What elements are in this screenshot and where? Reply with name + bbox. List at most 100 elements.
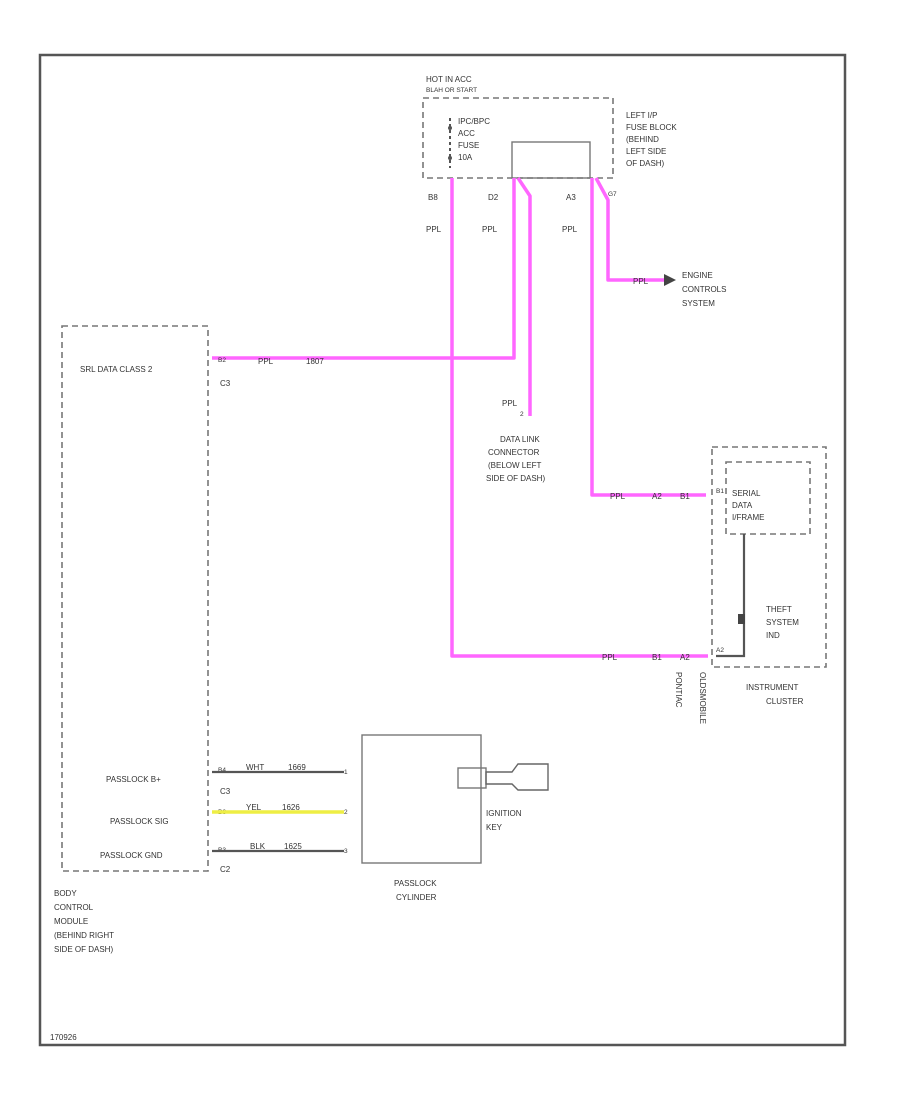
bcm-passlock-bplus: PASSLOCK B+	[106, 775, 161, 784]
bcm-location-2: CONTROL	[54, 903, 94, 912]
fuse-pin-b8: B8	[428, 193, 438, 202]
cluster-serial-2: DATA	[732, 501, 753, 510]
ignition-key-icon	[485, 763, 549, 791]
dlc-label-2: CONNECTOR	[488, 448, 540, 457]
cluster-wire2: PPL	[602, 653, 618, 662]
bplus-wire-circuit: 1669	[288, 763, 306, 772]
theft-label-2: SYSTEM	[766, 618, 799, 627]
fuse-location-1: LEFT I/P	[626, 111, 657, 120]
wire-b8-to-cluster	[450, 178, 708, 658]
bcm-serial-circuit: 1807	[306, 357, 324, 366]
passlock-pin-2: 2	[344, 809, 348, 816]
fuse-wire-color-3: PPL	[562, 225, 578, 234]
fuse-terminal-top	[448, 126, 452, 130]
fuse-hot-text: HOT IN ACC	[426, 75, 472, 84]
engine-label-3: SYSTEM	[682, 299, 715, 308]
bcm-location-1: BODY	[54, 889, 77, 898]
bcm-gnd-conn: C2	[220, 865, 231, 874]
fuse-wire-color-2: PPL	[482, 225, 498, 234]
fuse-location-5: OF DASH)	[626, 159, 665, 168]
fuse-pin-g7: G7	[608, 191, 617, 198]
theft-label-3: IND	[766, 631, 780, 640]
cluster-pin-a2-alt: A2	[652, 492, 662, 501]
cluster-pin-b1: B1	[716, 488, 724, 495]
cluster-pin-b1-alt: B1	[680, 492, 690, 501]
engine-wire-color: PPL	[633, 277, 649, 286]
cluster-label-2: CLUSTER	[766, 697, 804, 706]
cluster-pin-a2-lower: A2	[680, 653, 690, 662]
fuse-block: HOT IN ACC BLAH OR START IPC/BPC ACC FUS…	[422, 75, 677, 234]
fuse-terminal-bottom	[448, 156, 452, 160]
fuse-line-2: ACC	[458, 129, 475, 138]
bcm-serial-conn: C3	[220, 379, 231, 388]
passlock-pin-1: 1	[344, 769, 348, 776]
bcm-passlock-sig: PASSLOCK SIG	[110, 817, 169, 826]
sig-wire-color: YEL	[246, 803, 262, 812]
cluster-serial-box	[725, 461, 811, 535]
fuse-wire-color-1: PPL	[426, 225, 442, 234]
sig-wire-circuit: 1626	[282, 803, 300, 812]
instrument-cluster: SERIAL DATA I/FRAME B1 THEFT SYSTEM IND …	[602, 446, 827, 724]
fuse-pin-d2: D2	[488, 193, 499, 202]
cluster-serial-1: SERIAL	[732, 489, 761, 498]
passlock-cylinder: 1 2 3 IGNITION KEY PASSLOCK CYLINDER	[344, 734, 549, 902]
wire-d2-to-dlc	[516, 177, 532, 416]
bcm-bplus-pin: B4	[218, 767, 226, 774]
cluster-internal-wire	[716, 534, 746, 658]
dlc-pin: 2	[520, 411, 524, 418]
fuse-location-4: LEFT SIDE	[626, 147, 666, 156]
wire-a3-to-engine	[594, 177, 664, 282]
engine-controls: PPL ENGINE CONTROLS SYSTEM	[633, 271, 726, 308]
theft-indicator-icon	[738, 614, 745, 624]
cluster-serial-3: I/FRAME	[732, 513, 764, 522]
fuse-pin-a3: A3	[566, 193, 576, 202]
dlc-label-1: DATA LINK	[500, 435, 540, 444]
cluster-pin-b1-lower: B1	[652, 653, 662, 662]
wire-a3-to-cluster	[590, 178, 706, 497]
fuse-location-3: (BEHIND	[626, 135, 659, 144]
passlock-label-1: PASSLOCK	[394, 879, 437, 888]
passlock-body	[361, 734, 482, 864]
passlock-label-2: CYLINDER	[396, 893, 437, 902]
engine-label-2: CONTROLS	[682, 285, 726, 294]
fuse-line-4: 10A	[458, 153, 473, 162]
key-slot	[457, 767, 487, 789]
bcm-passlock-gnd: PASSLOCK GND	[100, 851, 163, 860]
bcm-location-3: MODULE	[54, 917, 88, 926]
engine-label-1: ENGINE	[682, 271, 713, 280]
bcm-bplus-conn: C3	[220, 787, 231, 796]
dlc-label-4: SIDE OF DASH)	[486, 474, 545, 483]
diagram-frame	[38, 53, 847, 1047]
cluster-pin-a2: A2	[716, 647, 724, 654]
bcm-location-5: SIDE OF DASH)	[54, 945, 113, 954]
footer-id: 170926	[50, 1033, 77, 1042]
gnd-wire-circuit: 1625	[284, 842, 302, 851]
fuse-location-2: FUSE BLOCK	[626, 123, 677, 132]
ignition-label-2: KEY	[486, 823, 503, 832]
cluster-vertical-oldsmobile: OLDSMOBILE	[698, 672, 707, 724]
bcm-serial-pin: B2	[218, 357, 226, 364]
bcm-serial-wire: PPL	[258, 357, 274, 366]
dlc-wire-color: PPL	[502, 399, 518, 408]
theft-label-1: THEFT	[766, 605, 792, 614]
bcm-location-4: (BEHIND RIGHT	[54, 931, 114, 940]
wire-d2-to-bcm	[212, 178, 516, 360]
ignition-label-1: IGNITION	[486, 809, 522, 818]
cluster-vertical-pontiac: PONTIAC	[674, 672, 683, 708]
passlock-pin-3: 3	[344, 848, 348, 855]
fuse-splice-box	[511, 141, 591, 179]
purple-wires	[212, 177, 708, 658]
fuse-line-3: FUSE	[458, 141, 479, 150]
gnd-wire-color: BLK	[250, 842, 266, 851]
passlock-wires: WHT 1669 YEL 1626 BLK 1625	[212, 763, 344, 853]
bplus-wire-color: WHT	[246, 763, 264, 772]
fuse-line-1: IPC/BPC	[458, 117, 490, 126]
bcm-serial-label: SRL DATA CLASS 2	[80, 365, 153, 374]
cluster-wire1: PPL	[610, 492, 626, 501]
data-link-connector: PPL 2 DATA LINK CONNECTOR (BELOW LEFT SI…	[486, 399, 545, 483]
dlc-label-3: (BELOW LEFT	[488, 461, 541, 470]
body-control-module: SRL DATA CLASS 2 B2 C3 PPL 1807 PASSLOCK…	[54, 325, 324, 954]
cluster-label-1: INSTRUMENT	[746, 683, 799, 692]
engine-arrow-icon	[664, 274, 676, 286]
